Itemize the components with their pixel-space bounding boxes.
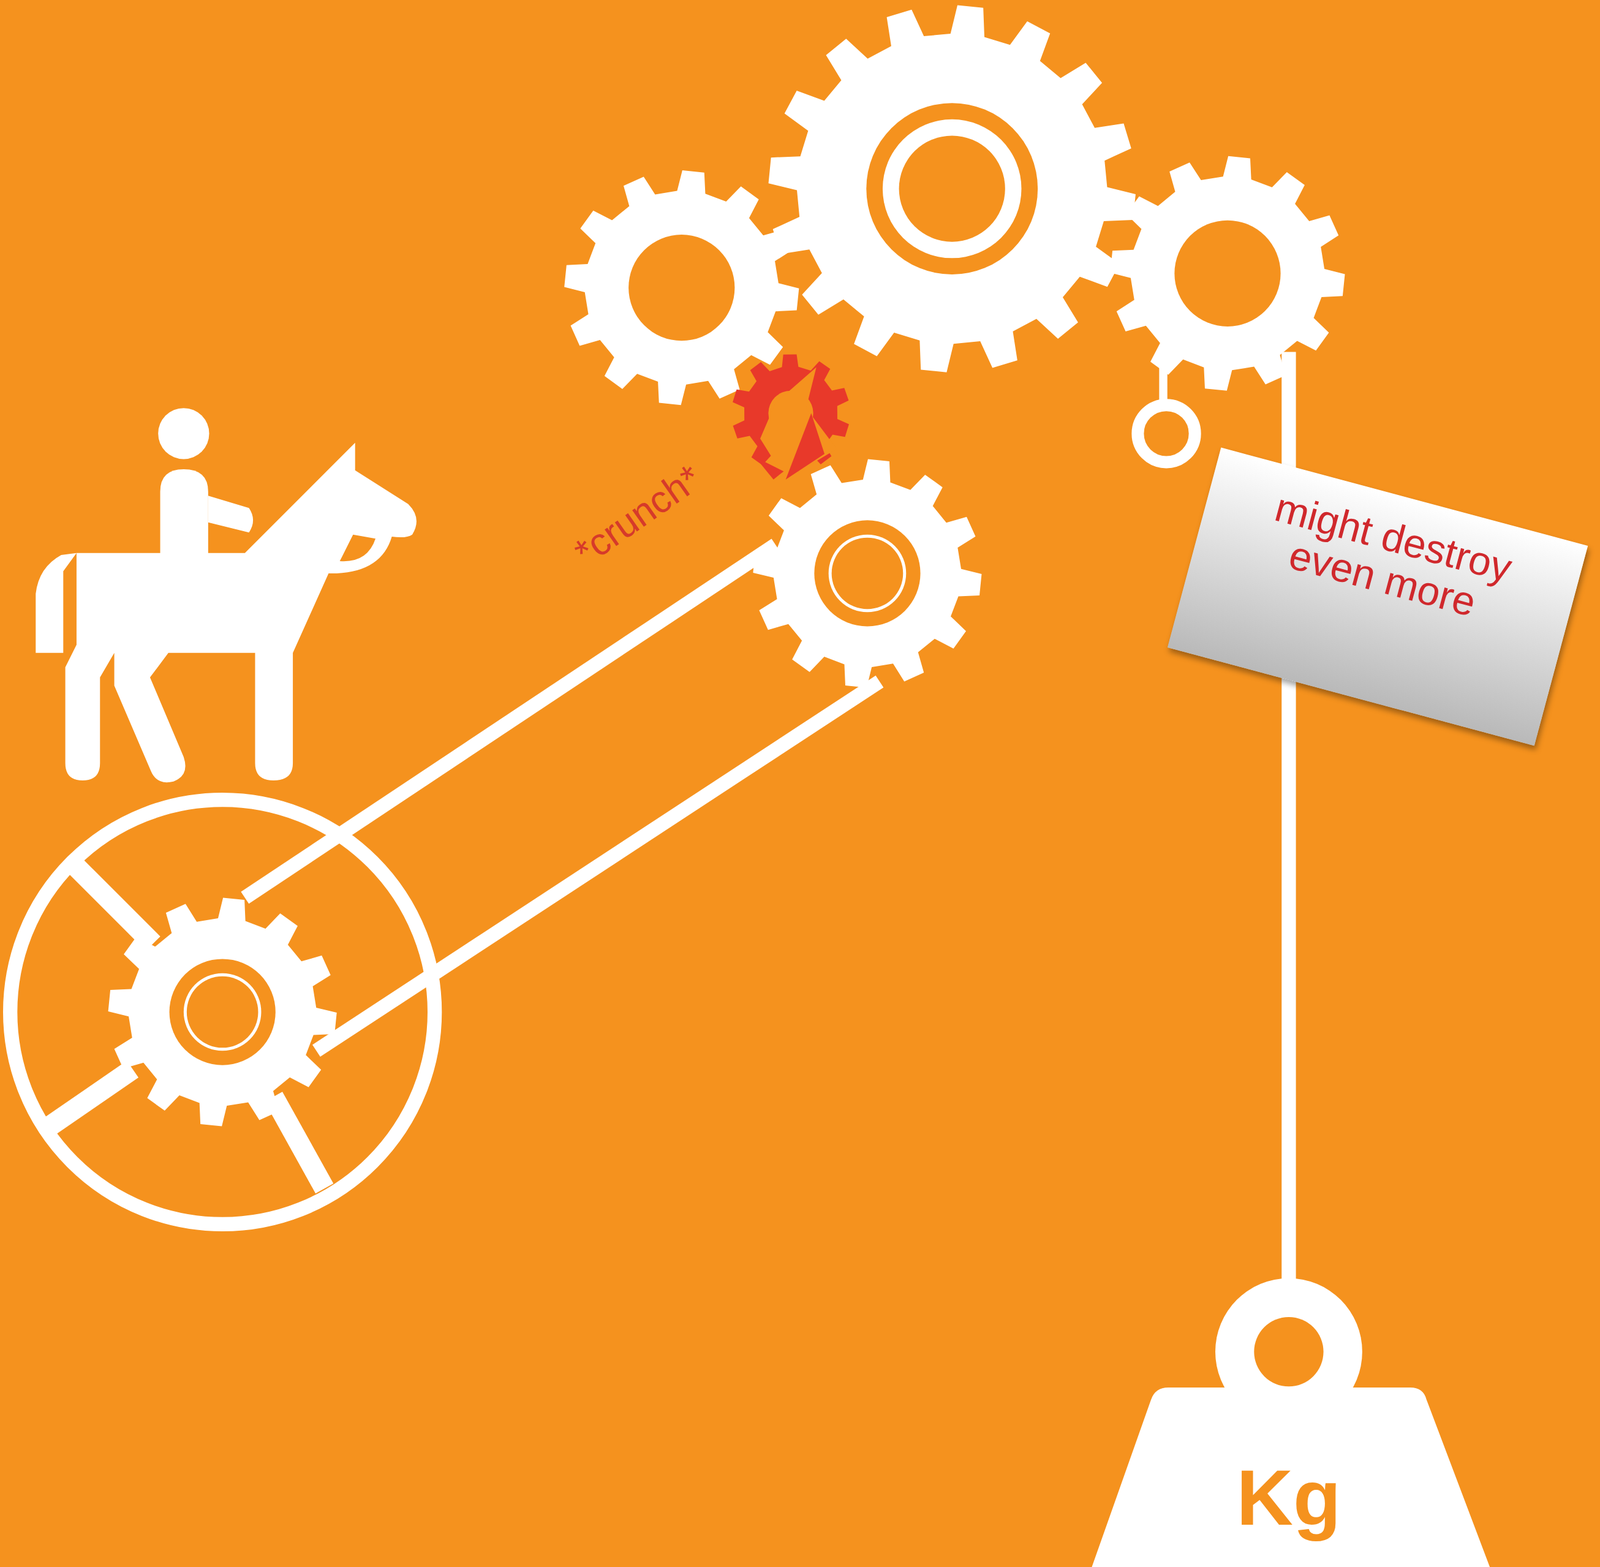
- weight-body: Kg: [1236, 1458, 1342, 1537]
- note-card: might destroy even more: [1167, 447, 1588, 747]
- gear-hole: [169, 958, 276, 1065]
- gear-shard: [785, 412, 825, 480]
- gear-ring: [828, 534, 907, 613]
- note-text: might destroy even more: [1223, 476, 1553, 641]
- gear: [768, 4, 1136, 372]
- gear-hole: [899, 135, 1006, 242]
- gear-hole: [882, 119, 1022, 258]
- gear-hole: [1174, 220, 1281, 327]
- gear-hole: [866, 102, 1038, 275]
- gear-hole: [814, 520, 921, 627]
- gear-ring: [183, 973, 262, 1052]
- gear: [752, 458, 982, 688]
- sound-effect: *crunch*: [568, 458, 709, 573]
- horse-rider: [35, 407, 417, 783]
- gear-hole: [831, 537, 904, 610]
- weight-label: Kg: [1236, 1458, 1342, 1537]
- gear-hole: [186, 976, 259, 1049]
- gear-hole: [628, 234, 735, 341]
- weight: [1091, 1278, 1490, 1567]
- gear-crack: [760, 367, 837, 480]
- gear: [1109, 156, 1345, 391]
- gear-shard: [755, 456, 785, 480]
